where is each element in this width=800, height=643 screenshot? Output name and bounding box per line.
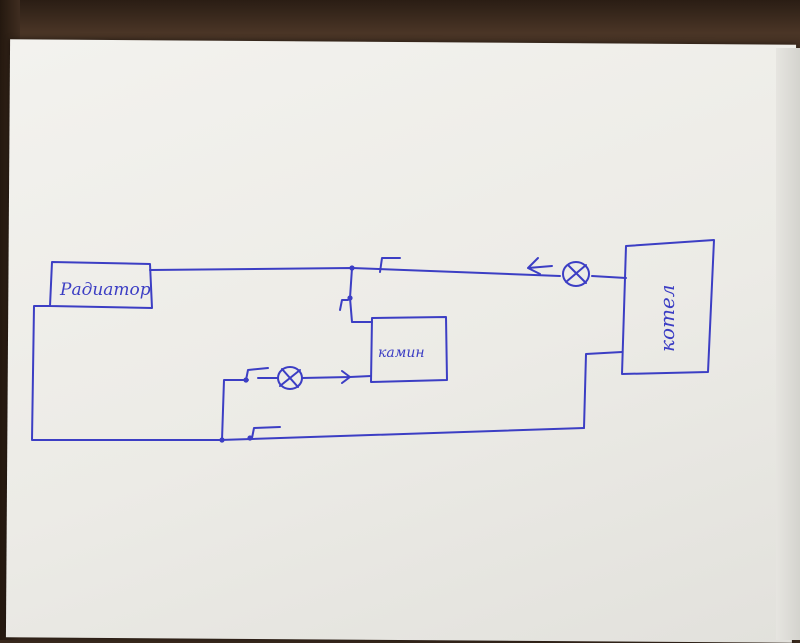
supply-pipe	[149, 267, 561, 277]
supply-valve-circle	[562, 261, 590, 287]
radiator-box	[49, 261, 153, 309]
branch-check-valve	[339, 299, 349, 311]
return-pipe	[31, 305, 585, 441]
supply-check-valve	[379, 257, 401, 273]
fireplace-supply-branch	[349, 267, 373, 323]
supply-pipe-boiler-end	[591, 275, 627, 279]
fireplace-return-branch	[221, 379, 249, 441]
fireplace-flow-arrow	[301, 370, 351, 384]
radiator-node: Радиатор	[49, 261, 153, 309]
boiler-node: котел	[621, 239, 715, 375]
fireplace-return-valve	[277, 366, 303, 390]
return-check-valve	[251, 426, 281, 439]
fireplace-return-segment-b	[349, 375, 372, 378]
supply-valve-cross	[565, 264, 587, 284]
radiator-label: Радиатор	[59, 280, 151, 300]
fireplace-node: камин	[370, 316, 448, 383]
supply-valve	[562, 261, 590, 287]
fireplace-return-check-valve	[245, 367, 269, 381]
return-pipe-boiler-end	[583, 351, 623, 429]
fireplace-box	[370, 316, 448, 383]
fireplace-label: камин	[378, 345, 425, 361]
paper-stack-edge	[776, 48, 800, 640]
boiler-box	[621, 239, 715, 375]
fireplace-valve-cross	[279, 368, 301, 388]
boiler-label: котел	[655, 284, 679, 352]
supply-flow-arrow	[527, 257, 553, 275]
